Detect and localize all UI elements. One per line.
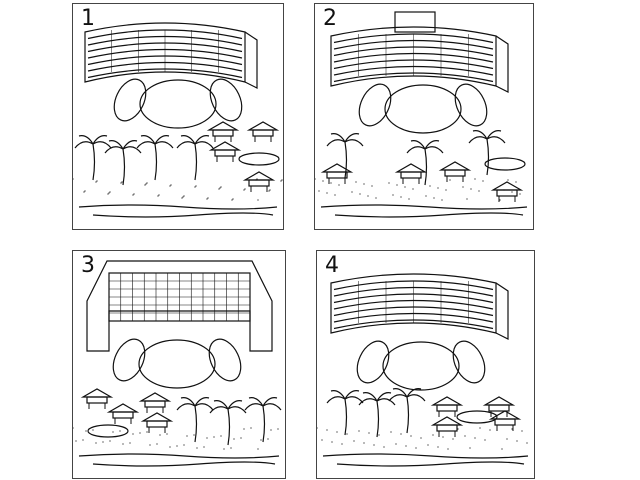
beach (73, 427, 280, 467)
beach (73, 178, 283, 218)
resort-drawing (73, 260, 282, 467)
beach-hut (208, 141, 242, 162)
small-pool (87, 424, 129, 438)
pool (356, 340, 486, 391)
beach-hut (80, 388, 114, 409)
palm-tree (406, 140, 444, 186)
small-pool (238, 152, 280, 166)
panel-number: 3 (81, 253, 95, 278)
hotel-building (86, 260, 273, 352)
panel-4: 4 (316, 250, 535, 479)
panel-number: 2 (323, 6, 337, 31)
palm-tree (326, 133, 364, 179)
resort-drawing (73, 22, 283, 218)
beach-hut (488, 410, 522, 431)
beach-hut (438, 161, 472, 182)
panel-2: 2 (314, 3, 534, 230)
palm-tree (244, 397, 282, 443)
beach-hut (490, 181, 524, 202)
beach-hut (394, 163, 428, 184)
beach (315, 178, 528, 218)
pool (113, 78, 243, 129)
palm-tree (104, 140, 142, 186)
palm-tree (136, 135, 174, 181)
beach-hut (246, 121, 280, 142)
small-pool (484, 157, 526, 171)
beach-hut (206, 121, 240, 142)
palm-tree (358, 392, 396, 438)
palm-tree (326, 390, 364, 436)
palm-tree (468, 130, 506, 176)
palm-tree (176, 135, 214, 181)
small-pool (456, 410, 498, 424)
palm-tree (388, 388, 426, 434)
hotel-building (330, 273, 509, 340)
beach-hut (320, 163, 354, 184)
panel-3: 3 (72, 250, 286, 479)
beach-hut (242, 171, 276, 192)
pool (112, 338, 242, 389)
beach (317, 427, 529, 467)
hotel-building (84, 22, 258, 89)
resort-drawing (317, 273, 529, 467)
beach-hut (140, 412, 174, 433)
beach-hut (106, 403, 140, 424)
panel-1: 1 (72, 3, 284, 230)
pool (358, 83, 488, 134)
palm-tree (74, 135, 112, 181)
hotel-building (330, 26, 509, 93)
palm-tree (176, 397, 214, 443)
beach-hut (138, 392, 172, 413)
beach-hut (430, 416, 464, 437)
panel-number: 1 (81, 6, 95, 31)
resort-drawing (315, 11, 528, 218)
beach-hut (430, 396, 464, 417)
panel-number: 4 (325, 253, 339, 278)
palm-tree (209, 400, 247, 446)
